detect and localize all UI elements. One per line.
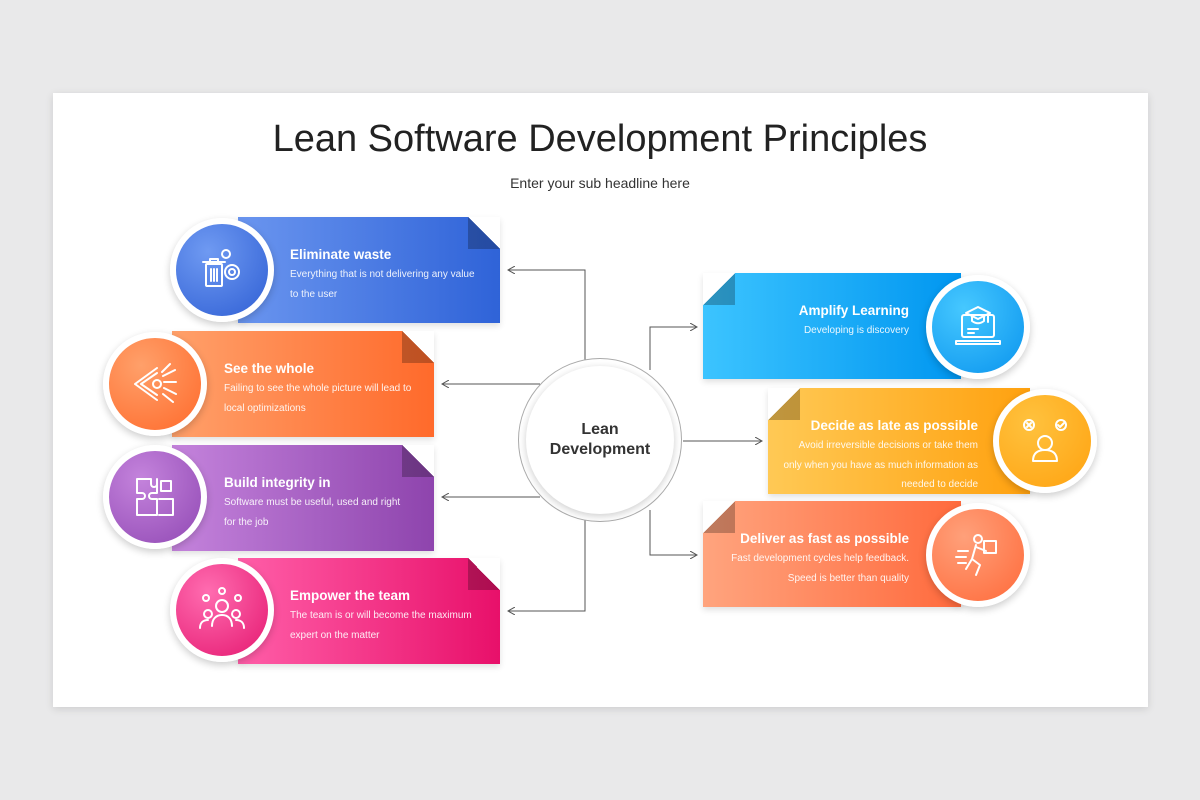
page-title: Lean Software Development Principles xyxy=(272,118,928,160)
delivery-runner-icon xyxy=(926,503,1030,607)
card-desc: Everything that is not delivering any va… xyxy=(290,269,475,300)
card-title: Amplify Learning xyxy=(798,303,909,318)
card-title: See the whole xyxy=(224,361,315,376)
center-label-1: Lean xyxy=(581,421,619,438)
laptop-graduation-icon xyxy=(926,275,1030,379)
puzzle-icon xyxy=(103,445,207,549)
eye-vision-icon xyxy=(103,332,207,436)
card-title: Build integrity in xyxy=(224,475,331,490)
sub-headline: Enter your sub headline here xyxy=(510,175,690,191)
card-desc: Failing to see the whole picture will le… xyxy=(224,383,412,414)
card-desc: Avoid irreversible decisions or take the… xyxy=(783,440,978,490)
card-desc: The team is or will become the maximum e… xyxy=(290,610,472,641)
card-desc: Developing is discovery xyxy=(803,325,909,336)
card-title: Deliver as fast as possible xyxy=(740,531,909,546)
principle-card-build-integrity: Build integrity in Software must be usefu… xyxy=(172,445,434,551)
center-label-2: Development xyxy=(549,441,651,458)
card-desc: Software must be useful, used and right … xyxy=(224,497,401,528)
card-desc: Fast development cycles help feedback. S… xyxy=(731,553,909,584)
person-decision-icon xyxy=(993,389,1097,493)
card-title: Decide as late as possible xyxy=(810,418,978,433)
trash-gear-icon xyxy=(170,218,274,322)
team-icon xyxy=(170,558,274,662)
card-title: Eliminate waste xyxy=(290,247,392,262)
card-title: Empower the team xyxy=(290,588,411,603)
